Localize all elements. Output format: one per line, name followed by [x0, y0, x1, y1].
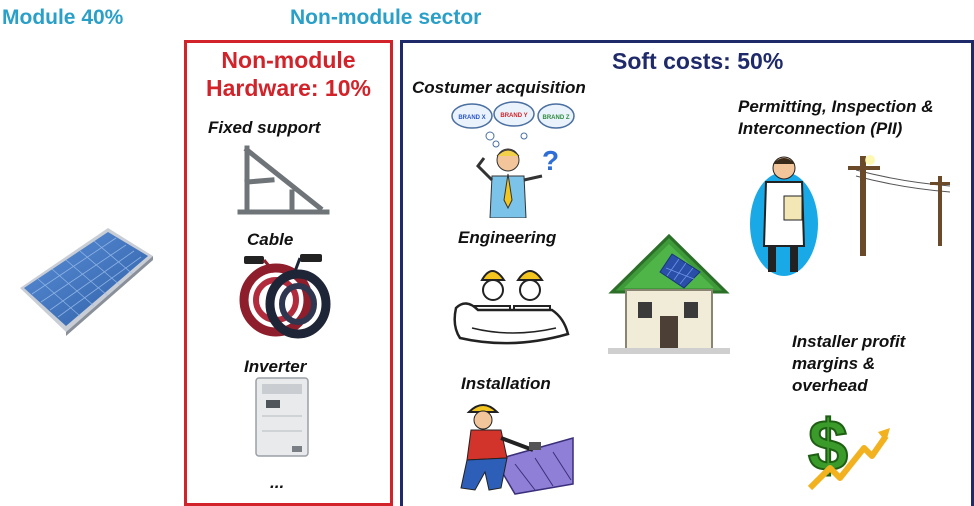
pii-label-line1: Permitting, Inspection & — [738, 97, 934, 116]
installer-profit-line2: margins & — [792, 354, 876, 373]
module-header: Module 40% — [2, 6, 124, 29]
installer-profit-line1: Installer profit — [792, 332, 906, 351]
inspector-icon — [744, 146, 822, 276]
hardware-title-line2: Hardware: 10% — [206, 75, 371, 101]
engineers-icon — [452, 258, 572, 348]
pii-label: Permitting, Inspection & Interconnection… — [738, 96, 934, 140]
installer-profit-label: Installer profit margins & overhead — [792, 331, 905, 397]
customer-acquisition-label: Costumer acquisition — [412, 78, 586, 97]
brand-x: BRAND X — [458, 115, 485, 121]
dollar-growth-icon: $ — [806, 398, 890, 494]
installation-label: Installation — [461, 374, 551, 393]
brand-y: BRAND Y — [500, 113, 527, 119]
non-module-sector-header: Non-module sector — [290, 6, 482, 29]
brand-z: BRAND Z — [543, 115, 570, 121]
cable-icon — [238, 250, 333, 340]
hardware-title-line1: Non-module — [221, 47, 356, 73]
inverter-icon — [252, 376, 312, 458]
soft-costs-title: Soft costs: 50% — [612, 48, 784, 74]
svg-text:?: ? — [542, 145, 559, 176]
non-module-hardware-box — [184, 40, 393, 506]
solar-house-icon — [600, 222, 738, 356]
inverter-label: Inverter — [244, 357, 307, 376]
thinking-customer-icon: BRAND X BRAND Y BRAND Z ? — [450, 100, 575, 218]
fixed-support-icon — [232, 140, 332, 220]
power-pole-icon — [846, 146, 956, 258]
solar-panel-icon — [8, 220, 158, 350]
fixed-support-label: Fixed support — [208, 118, 321, 137]
hardware-title: Non-module Hardware: 10% — [186, 46, 391, 102]
installer-profit-line3: overhead — [792, 376, 868, 395]
engineering-label: Engineering — [458, 228, 557, 247]
cable-label: Cable — [247, 230, 294, 249]
soft-costs-box — [400, 40, 974, 506]
installer-icon — [455, 398, 575, 496]
more-items-ellipsis: ... — [270, 473, 285, 492]
pii-label-line2: Interconnection (PII) — [738, 119, 903, 138]
